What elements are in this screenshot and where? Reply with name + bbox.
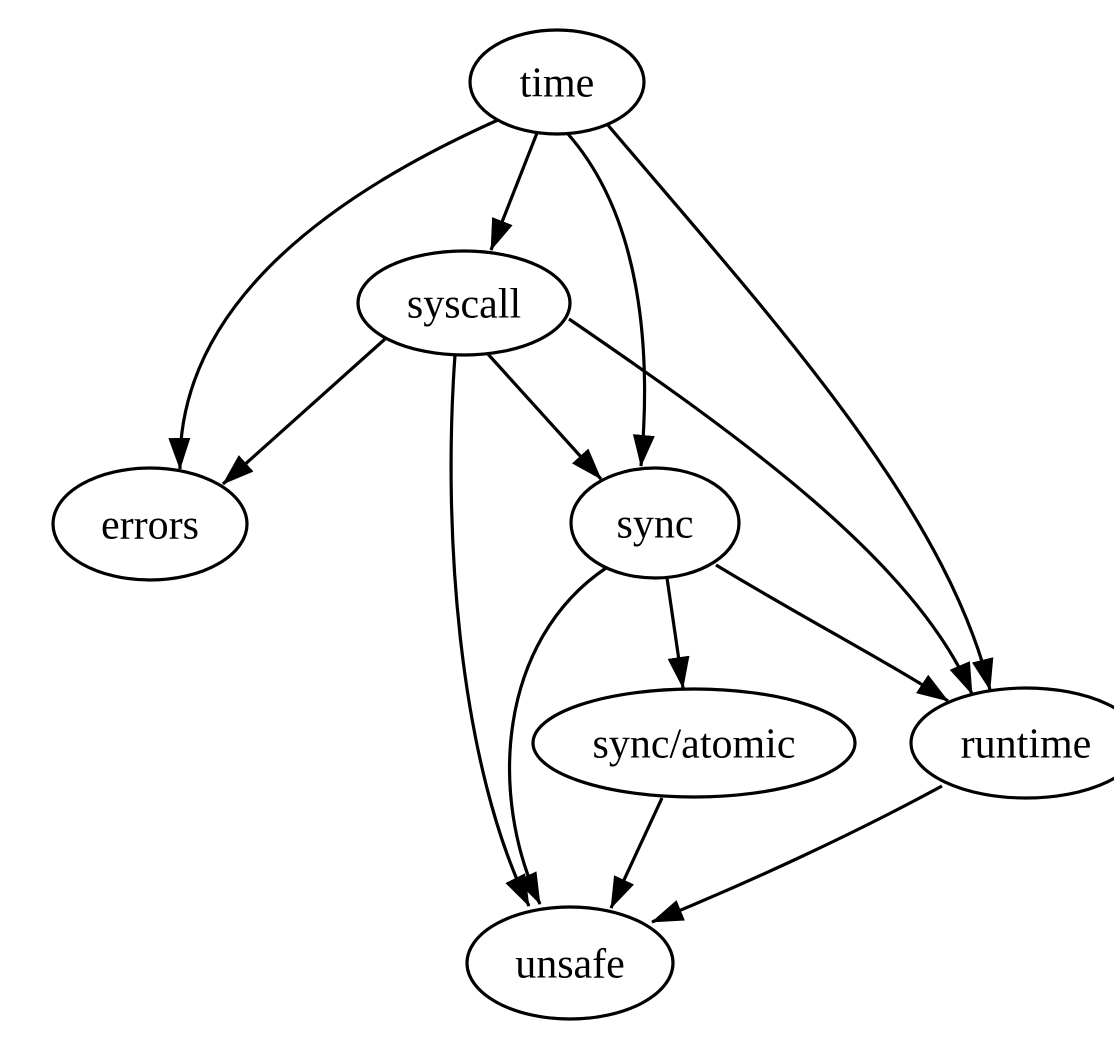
node-ellipse-runtime xyxy=(909,686,1114,800)
dependency-graph: time syscall errors sync sync/atomic run… xyxy=(40,16,1114,1030)
node-ellipse-syscall xyxy=(356,249,572,357)
node-ellipse-time xyxy=(468,28,646,136)
edge-sync-to-runtime xyxy=(715,563,949,703)
node-runtime: runtime xyxy=(909,686,1114,800)
graphviz-canvas: time syscall errors sync sync/atomic run… xyxy=(40,16,1114,1030)
edge-sync-to-unsafe xyxy=(507,566,607,905)
node-label-unsafe: unsafe xyxy=(515,941,625,987)
edge-syscall-to-runtime xyxy=(568,317,974,695)
node-label-errors: errors xyxy=(101,502,199,548)
node-ellipse-errors xyxy=(51,466,249,582)
node-syscall: syscall xyxy=(356,249,572,357)
node-sync: sync xyxy=(569,466,741,580)
node-unsafe: unsafe xyxy=(465,905,675,1021)
node-label-runtime: runtime xyxy=(961,721,1092,767)
edge-time-to-runtime xyxy=(605,122,994,691)
node-sync-atomic: sync/atomic xyxy=(531,687,857,799)
node-label-sync-atomic: sync/atomic xyxy=(593,721,796,767)
node-time: time xyxy=(468,28,646,136)
edge-syscall-to-unsafe xyxy=(449,354,531,907)
edge-sync-atomic-to-unsafe xyxy=(609,797,664,909)
node-ellipse-sync-atomic xyxy=(531,687,857,799)
node-label-syscall: syscall xyxy=(407,281,521,327)
node-label-sync: sync xyxy=(617,501,694,547)
edge-time-to-errors xyxy=(168,118,499,470)
edge-runtime-to-unsafe xyxy=(651,784,943,924)
node-label-time: time xyxy=(520,60,595,106)
node-ellipse-sync xyxy=(569,466,741,580)
edge-time-to-sync xyxy=(566,132,655,467)
edge-syscall-to-errors xyxy=(221,337,387,486)
node-errors: errors xyxy=(51,466,249,582)
edge-syscall-to-sync xyxy=(485,351,603,481)
edge-sync-to-sync-atomic xyxy=(665,577,690,689)
edge-time-to-syscall xyxy=(489,132,539,251)
